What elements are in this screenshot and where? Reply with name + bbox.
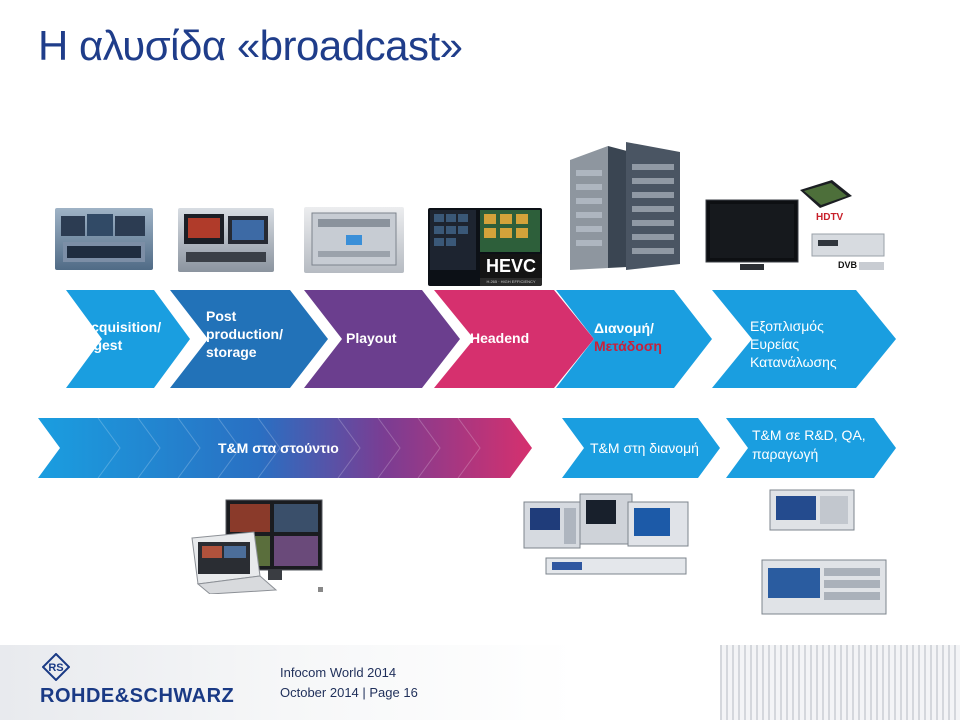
svg-text:RS: RS [48,662,63,674]
chain-step-distribution: Διανομή/ Μετάδοση [556,290,712,388]
tm-studio-band: T&M στα στούντιο [38,417,532,479]
chain-step-consumer-equipment: Εξοπλισμός Ευρείας Κατανάλωσης [712,290,896,388]
tm-studio-label: T&M στα στούντιο [218,440,339,456]
tm-rnd-band: T&M σε R&D, QA, παραγωγή [726,418,896,478]
chain-step-label: Διανομή/ [594,320,654,336]
footer-pattern [720,645,960,720]
chain-step-post-production: Post production/ storage [170,290,328,388]
chain-step-label: Headend [470,330,530,346]
chain-step-playout: Playout [304,290,460,388]
chain-step-label: Acquisition/ [81,319,162,335]
footer: RS ROHDE&SCHWARZ Infocom World 2014 Octo… [0,645,960,720]
chain-step-label: Post [206,308,237,324]
hevc-caption: H.265 · HIGH EFFICIENCY VIDEO CODING [480,278,542,286]
acquisition-equipment-image [55,208,153,270]
rnd-signal-generator-image [760,486,888,620]
chain-step-label: Ευρείας [750,336,800,353]
post-production-image [178,208,274,272]
playout-server-image [304,207,404,273]
distribution-rack-image [568,140,684,272]
consumer-tv-image [704,198,800,274]
small-dot [318,587,323,592]
distribution-analyzer-image [520,488,692,582]
chain-step-label: production/ [206,326,283,343]
brand-logo-text: ROHDE&SCHWARZ [40,685,235,707]
headend-video-wall-image: HEVC H.265 · HIGH EFFICIENCY VIDEO CODIN… [428,208,542,286]
page-title: Η αλυσίδα «broadcast» [38,22,463,69]
dvb-badge: DVB [836,260,860,270]
rs-logo-icon: RS [42,653,70,681]
footer-date-page: October 2014 | Page 16 [280,685,418,700]
footer-event: Infocom World 2014 [280,665,397,680]
tm-rnd-label: παραγωγή [752,445,819,462]
tm-distribution-band: T&M στη διανομή [562,418,720,478]
chain-step-label: storage [206,344,257,361]
tm-distribution-label: T&M στη διανομή [590,440,699,456]
tm-rnd-label: T&M σε R&D, QA, [752,427,866,443]
equipment-thumbnails: HEVC H.265 · HIGH EFFICIENCY VIDEO CODIN… [0,0,960,290]
hevc-badge: HEVC [480,254,542,278]
chain-step-headend: Headend [434,290,594,388]
hdtv-badge: HDTV [816,212,844,223]
chain-step-label: Playout [346,330,397,346]
chain-step-label: Κατανάλωσης [750,354,837,371]
chain-step-label: ingest [81,337,123,354]
chain-step-label: Εξοπλισμός [750,318,824,334]
chain-step-acquisition: Acquisition/ ingest [66,290,190,388]
studio-monitoring-image [190,498,326,595]
set-top-box-tablet-image: HDTV DVB [794,178,890,274]
chain-step-label: Μετάδοση [594,338,662,355]
